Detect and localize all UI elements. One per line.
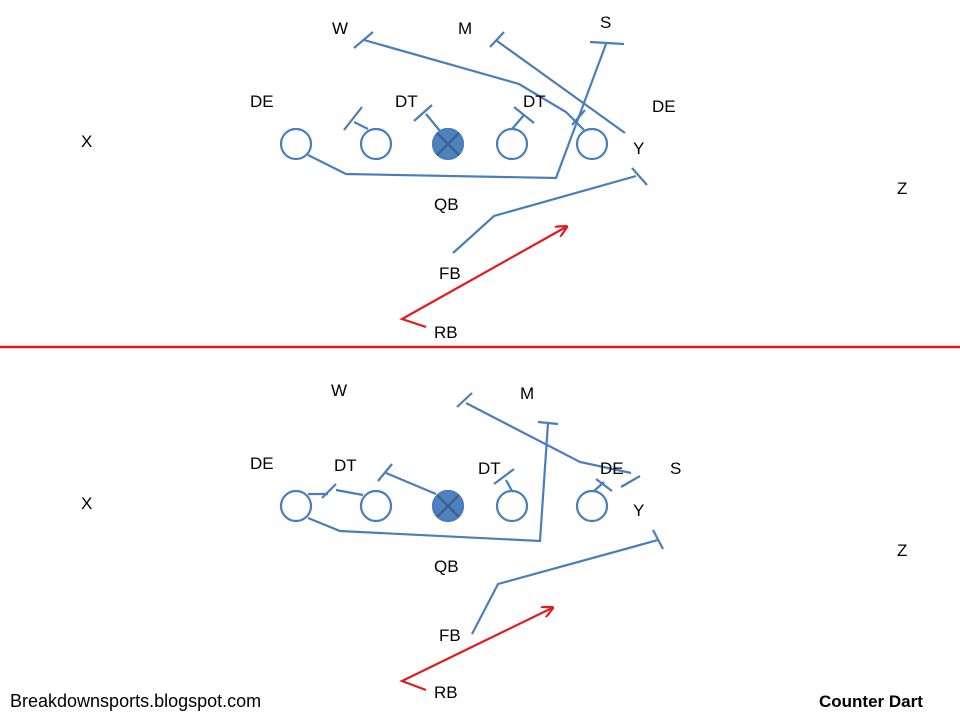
top-left-tackle [279, 127, 313, 161]
top-lg-block [353, 121, 369, 130]
bottom-fb-route [471, 538, 659, 635]
top-label-qb: QB [434, 195, 459, 214]
top-label-s: S [600, 13, 611, 32]
top-fb-route-block [631, 167, 648, 186]
source-credit: Breakdownsports.blogspot.com [10, 691, 261, 711]
bottom-center-block [385, 471, 437, 496]
bottom-label-dt-right: DT [478, 459, 501, 478]
bottom-rg-block-bar [493, 468, 515, 485]
top-right-tackle [575, 127, 609, 161]
bottom-lt-route-block [537, 420, 559, 426]
top-label-dt-right: DT [523, 92, 546, 111]
bottom-label-w: W [331, 381, 347, 400]
top-label-de-right: DE [652, 97, 676, 116]
top-center-x2 [436, 132, 460, 156]
bottom-fb-route-block [652, 529, 664, 550]
top-label-rb: RB [434, 323, 458, 342]
top-fb-route [452, 174, 637, 254]
top-label-y: Y [633, 139, 644, 158]
top-rt-route [363, 38, 585, 131]
top-lt-pull-route [307, 43, 608, 180]
top-rg-block-bar [513, 106, 535, 124]
bottom-left-guard [359, 489, 393, 523]
bottom-label-m: M [520, 384, 534, 403]
top-label-de-left: DE [250, 92, 274, 111]
top-right-guard [495, 127, 529, 161]
bottom-lt-block-bar [321, 483, 337, 499]
bottom-label-y: Y [633, 501, 644, 520]
bottom-center-block-bar [377, 463, 393, 482]
bottom-center-x2 [436, 494, 460, 518]
top-label-x: X [81, 132, 92, 151]
bottom-label-rb: RB [434, 683, 458, 702]
top-y-route [496, 40, 626, 134]
top-rt-route-block [353, 31, 374, 49]
bottom-right-guard [495, 489, 529, 523]
bottom-label-z: Z [897, 541, 907, 560]
top-label-dt-left: DT [395, 92, 418, 111]
top-center-block-bar [413, 104, 433, 122]
bottom-label-dt-left: DT [334, 456, 357, 475]
bottom-right-tackle [575, 489, 609, 523]
bottom-label-de-right: DE [600, 459, 624, 478]
bottom-label-de-left: DE [250, 454, 274, 473]
top-y-route-block [489, 31, 505, 48]
top-center-block [425, 113, 441, 132]
play-title: Counter Dart [819, 692, 923, 711]
bottom-y-route [465, 402, 632, 475]
bottom-y-block-bar [620, 475, 641, 488]
bottom-y-route-block [456, 392, 473, 408]
bottom-rt-block-bar [595, 478, 613, 492]
bottom-label-s: S [670, 459, 681, 478]
top-lg-block-bar [343, 106, 363, 131]
bottom-label-qb: QB [434, 557, 459, 576]
top-rt-block-bar [571, 109, 586, 126]
top-rg-block [511, 114, 525, 130]
bottom-rb-run-path [399, 608, 552, 692]
top-play [279, 31, 648, 254]
bottom-left-tackle [279, 489, 313, 523]
top-label-m: M [458, 19, 472, 38]
bottom-label-fb: FB [439, 626, 461, 645]
top-left-guard [359, 127, 393, 161]
bottom-label-x: X [81, 494, 92, 513]
bottom-play [279, 392, 664, 635]
top-lt-route-block [589, 40, 625, 46]
top-label-fb: FB [439, 264, 461, 283]
top-label-w: W [332, 19, 348, 38]
bottom-lg-block [335, 488, 364, 497]
top-rb-run-path [399, 227, 566, 329]
top-label-z: Z [897, 179, 907, 198]
bottom-lt-pull-route [307, 422, 550, 543]
bottom-rg-block [505, 479, 513, 492]
